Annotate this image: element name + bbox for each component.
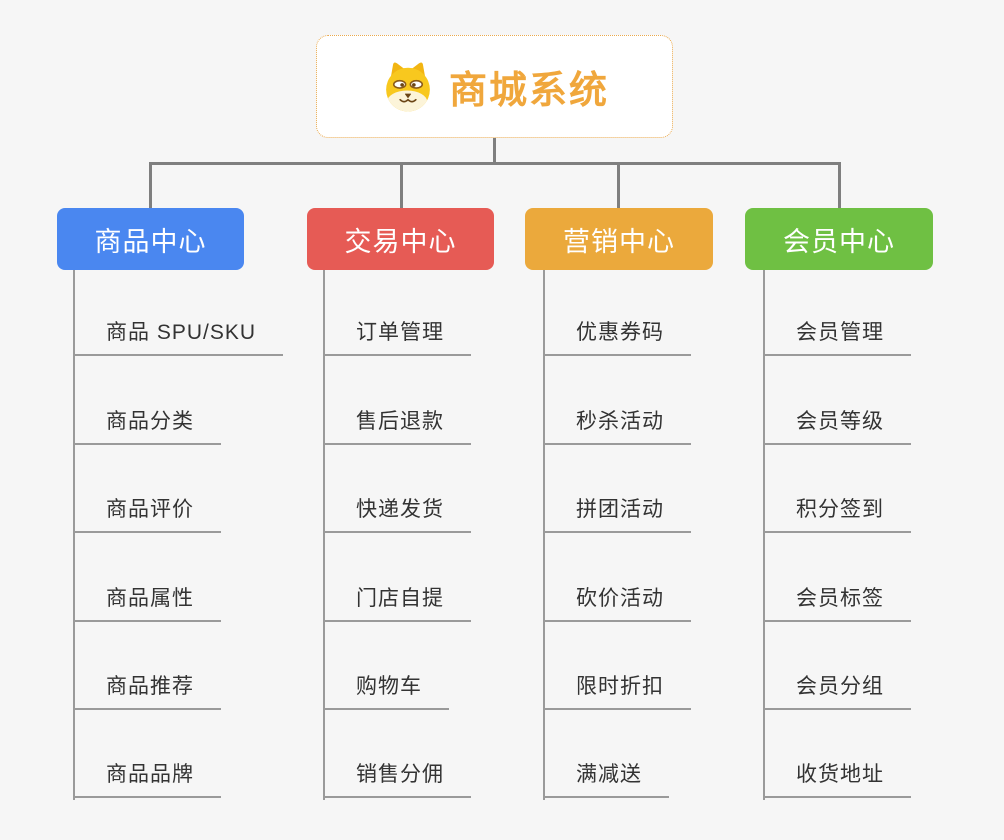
leaf-node[interactable]: 会员分组 [763,622,911,710]
leaf-node[interactable]: 商品分类 [73,356,221,445]
root-title: 商城系统 [448,70,609,112]
leaf-node[interactable]: 拼团活动 [543,445,691,534]
doge-icon [386,61,430,111]
leaf-node[interactable]: 售后退款 [323,356,471,445]
connector-root-stem [493,138,496,164]
leaf-node[interactable]: 会员等级 [763,356,911,445]
leaf-node[interactable]: 限时折扣 [543,622,691,710]
leaf-node[interactable]: 秒杀活动 [543,356,691,445]
leaf-node[interactable]: 商品评价 [73,445,221,534]
branch-node-trade[interactable]: 交易中心 [307,208,494,270]
leaf-node[interactable]: 优惠券码 [543,268,691,357]
leaf-node[interactable]: 销售分佣 [323,710,471,799]
leaf-node[interactable]: 商品品牌 [73,710,221,799]
spine-members [763,270,765,800]
leaf-node[interactable]: 购物车 [323,622,449,710]
branch-node-members[interactable]: 会员中心 [745,208,933,270]
leaf-node[interactable]: 快递发货 [323,445,471,534]
leaf-node[interactable]: 商品属性 [73,533,221,622]
branch-children-products: 商品 SPU/SKU 商品分类 商品评价 商品属性 商品推荐 商品品牌 [73,268,284,799]
branch-node-products[interactable]: 商品中心 [57,208,244,270]
connector-drop-marketing [617,164,620,208]
leaf-node[interactable]: 收货地址 [763,710,911,799]
leaf-node[interactable]: 门店自提 [323,533,471,622]
connector-drop-products [149,164,152,208]
root-node[interactable]: 商城系统 [316,35,673,138]
leaf-node[interactable]: 订单管理 [323,268,471,357]
connector-horizontal-bar [149,162,841,165]
connector-drop-trade [400,164,403,208]
spine-trade [323,270,325,800]
leaf-node[interactable]: 会员管理 [763,268,911,357]
leaf-node[interactable]: 商品推荐 [73,622,221,710]
leaf-node[interactable]: 会员标签 [763,533,911,622]
leaf-node[interactable]: 商品 SPU/SKU [73,268,284,357]
branch-children-members: 会员管理 会员等级 积分签到 会员标签 会员分组 收货地址 [763,268,911,799]
leaf-node[interactable]: 积分签到 [763,445,911,534]
connector-drop-members [838,164,841,208]
spine-marketing [543,270,545,800]
spine-products [73,270,75,800]
leaf-node[interactable]: 满减送 [543,710,669,799]
leaf-node[interactable]: 砍价活动 [543,533,691,622]
branch-children-trade: 订单管理 售后退款 快递发货 门店自提 购物车 销售分佣 [323,268,471,799]
branch-node-marketing[interactable]: 营销中心 [525,208,713,270]
branch-children-marketing: 优惠券码 秒杀活动 拼团活动 砍价活动 限时折扣 满减送 [543,268,691,799]
